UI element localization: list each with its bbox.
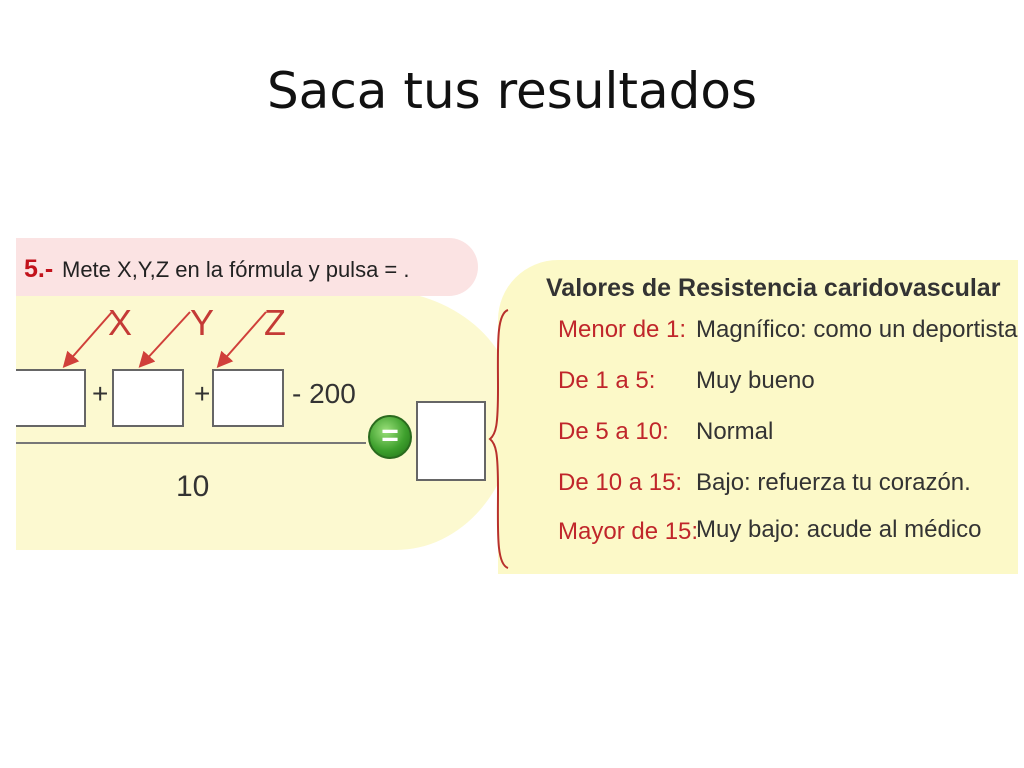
slide-title: Saca tus resultados <box>266 62 758 120</box>
instruction-banner: 5.- Mete X,Y,Z en la fórmula y pulsa = . <box>16 238 478 296</box>
denominator: 10 <box>176 470 210 503</box>
range-description: Bajo: refuerza tu corazón. <box>696 469 971 496</box>
variable-label-z: Z <box>264 302 286 343</box>
variable-label-x: X <box>108 302 133 343</box>
range-label: Mayor de 15: <box>558 518 699 545</box>
range-label: De 5 a 10: <box>558 418 669 445</box>
x-input[interactable] <box>16 369 86 427</box>
z-input[interactable] <box>212 369 284 427</box>
range-description: Normal <box>696 418 774 445</box>
variable-label-y: Y <box>190 302 215 343</box>
table-title: Valores de Resistencia caridovascular <box>546 274 1001 302</box>
range-description: Muy bajo: acude al médico <box>696 516 982 543</box>
instruction-text: Mete X,Y,Z en la fórmula y pulsa = . <box>62 257 410 282</box>
calculator-panel: 5.- Mete X,Y,Z en la fórmula y pulsa = .… <box>16 238 1018 574</box>
range-description: Magnífico: como un deportista. <box>696 316 1018 343</box>
plus-sign: + <box>194 378 211 409</box>
fraction-line <box>16 442 366 444</box>
curly-brace-icon <box>488 309 509 569</box>
result-box <box>416 401 486 481</box>
equals-button[interactable]: = <box>368 415 412 459</box>
table-background <box>498 260 1018 574</box>
y-input[interactable] <box>112 369 184 427</box>
minus-term: - 200 <box>292 378 356 409</box>
plus-sign: + <box>92 378 109 409</box>
range-label: De 10 a 15: <box>558 469 683 496</box>
instruction-number: 5.- <box>24 255 54 283</box>
range-label: De 1 a 5: <box>558 367 656 394</box>
range-label: Menor de 1: <box>558 316 687 343</box>
range-description: Muy bueno <box>696 367 815 394</box>
pointer-arrows-icon <box>62 311 267 369</box>
